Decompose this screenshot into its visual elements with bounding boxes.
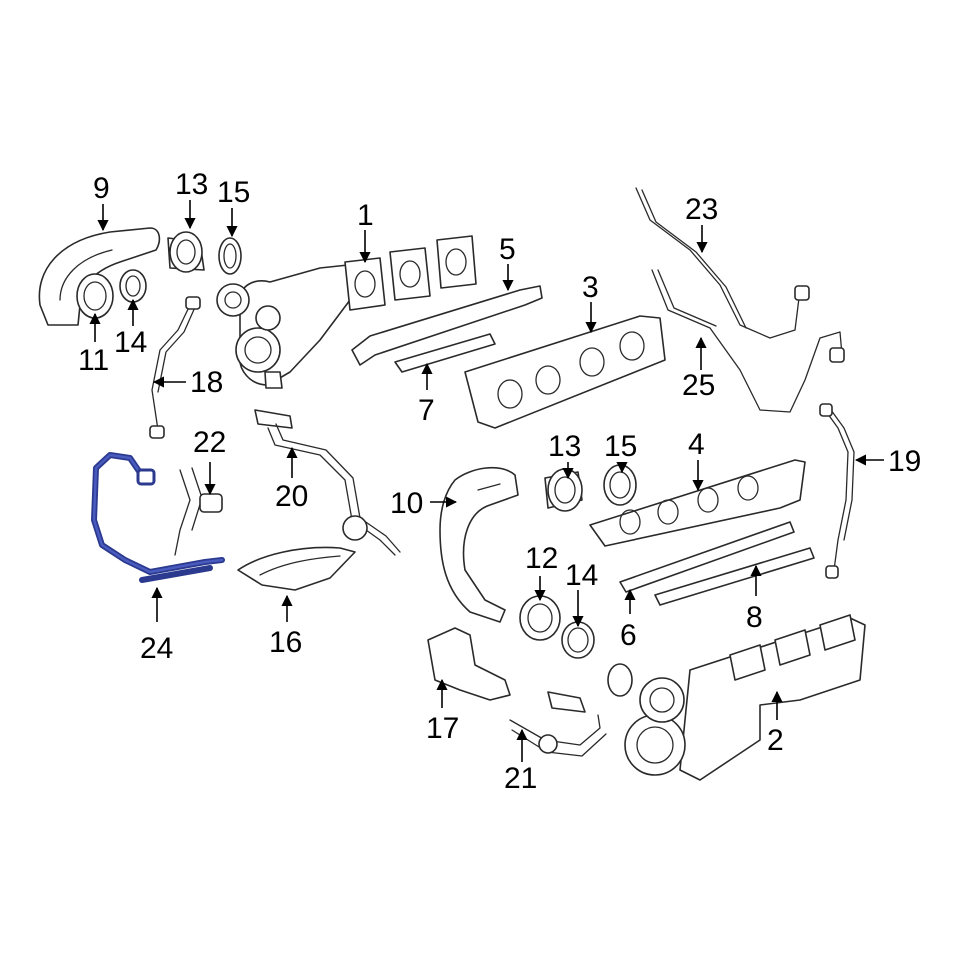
charge-air-hose-part-10	[439, 466, 519, 623]
callout-11: 11	[78, 344, 109, 377]
gasket-strip-part-7	[394, 333, 496, 373]
callout-16: 16	[269, 626, 302, 659]
callout-3: 3	[582, 271, 599, 304]
callout-6: 6	[620, 619, 637, 652]
callout-5: 5	[499, 233, 516, 266]
heat-shield-part-4	[589, 459, 806, 547]
callout-21: 21	[504, 762, 537, 795]
gasket-strip-part-6	[619, 521, 795, 593]
callout-15-upper: 15	[217, 176, 250, 209]
callout-13-lower: 13	[548, 430, 581, 463]
callout-14-lower: 14	[565, 559, 598, 592]
callout-4: 4	[688, 428, 705, 461]
clamp-sleeve-part-13-lower	[544, 468, 583, 512]
callout-12: 12	[525, 542, 558, 575]
sensor-line-part-18	[149, 296, 201, 439]
callout-1: 1	[357, 199, 374, 232]
heat-shield-part-3	[464, 315, 666, 429]
callout-22: 22	[193, 426, 226, 459]
callout-10: 10	[390, 487, 423, 520]
clamp-part-14-left	[119, 269, 147, 303]
callout-7: 7	[418, 394, 435, 427]
heat-shield-part-16	[237, 546, 356, 591]
callout-8: 8	[746, 601, 763, 634]
callout-13-upper: 13	[175, 168, 208, 201]
clamp-sleeve-part-13	[167, 231, 205, 273]
oil-line-part-19	[819, 403, 855, 579]
clamp-part-14-lower	[561, 621, 595, 659]
intake-pipe-part-9	[38, 227, 161, 326]
turbocharger-upper	[216, 264, 351, 389]
gasket-strip-part-5	[351, 285, 543, 366]
callout-14-upper: 14	[114, 326, 147, 359]
callout-19: 19	[888, 445, 921, 478]
callout-15-lower: 15	[604, 430, 637, 463]
oil-line-part-25	[651, 269, 845, 413]
callout-labels: 9 13 15 1 5 3 23 25 7 11 14 18 22 20 13 …	[78, 168, 921, 795]
callout-25: 25	[682, 369, 715, 402]
leader-lines	[89, 200, 884, 762]
clamp-ring-part-15	[218, 237, 242, 275]
pipe-part-21	[509, 691, 607, 757]
gasket-strip-part-8	[654, 547, 815, 606]
oil-line-part-23	[635, 187, 810, 339]
pipe-part-20	[254, 409, 401, 556]
clamp-ring-part-15-lower	[603, 464, 637, 506]
callout-18: 18	[190, 366, 223, 399]
turbocharger-part-2	[607, 614, 866, 781]
callout-17: 17	[426, 712, 459, 745]
coolant-fitting-part-22	[174, 467, 223, 556]
coolant-hose-part-24-highlighted	[91, 452, 225, 583]
clamp-sleeve-part-12	[519, 595, 561, 641]
callout-24: 24	[140, 632, 173, 665]
heat-shield-part-17	[427, 627, 511, 701]
callout-2: 2	[767, 724, 784, 757]
callout-9: 9	[93, 172, 110, 205]
callout-23: 23	[685, 193, 718, 226]
gasket-part-1	[344, 235, 477, 311]
callout-20: 20	[275, 480, 308, 513]
